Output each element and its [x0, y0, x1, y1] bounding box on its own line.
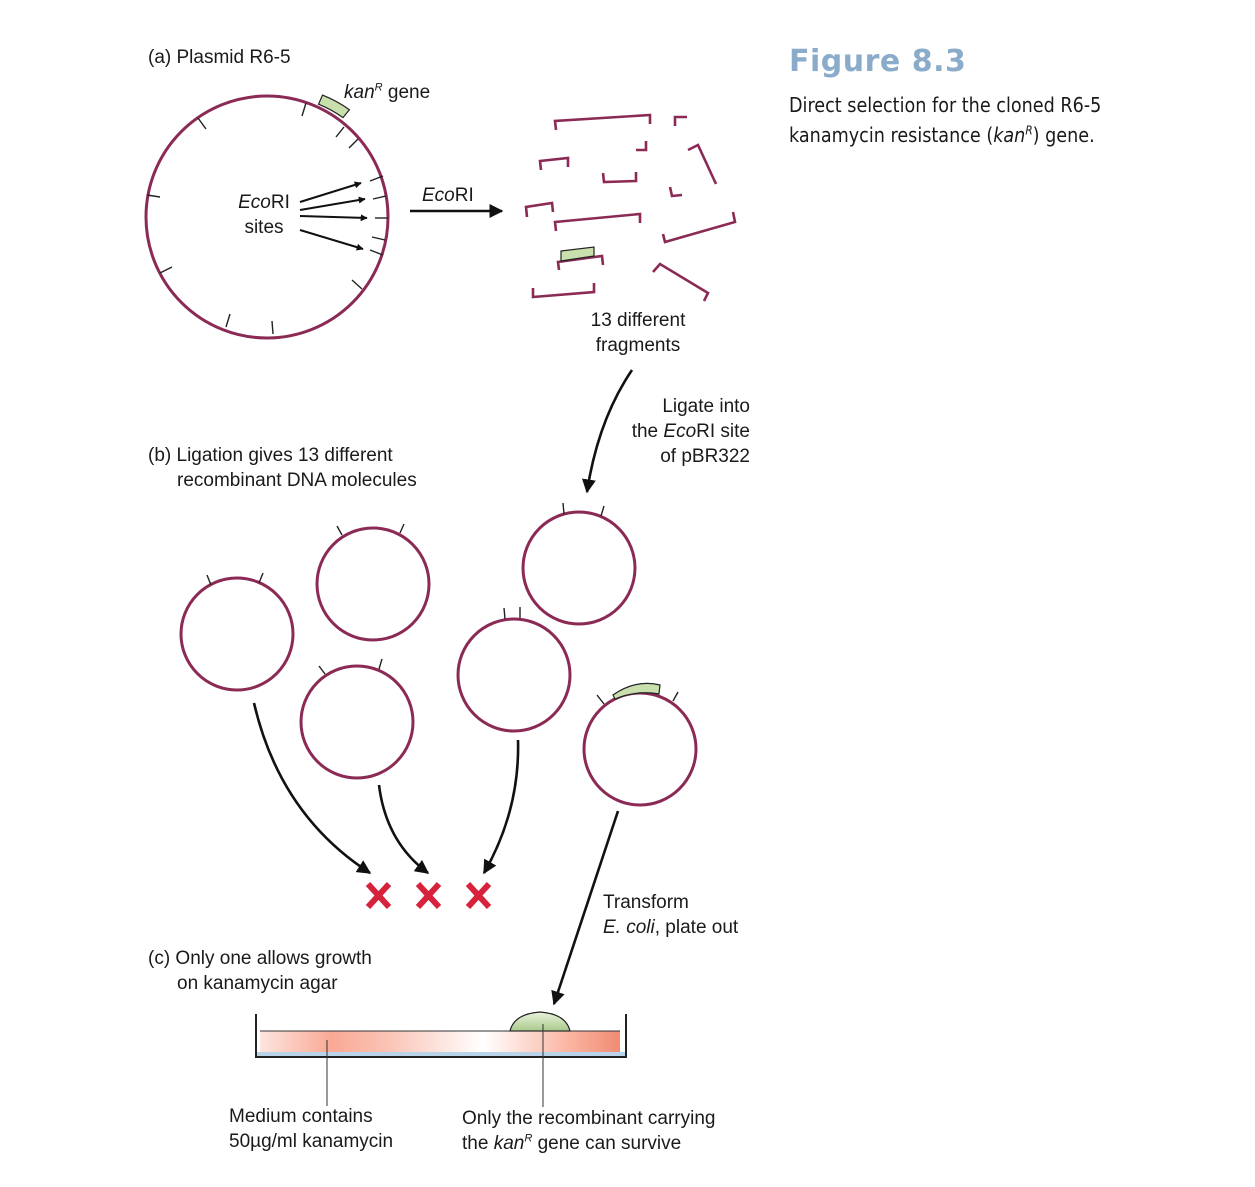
ligate-arrow [581, 369, 634, 494]
kanr-insert-segment [612, 682, 661, 700]
no-growth-arrows [252, 702, 520, 875]
figure-caption: Direct selection for the cloned R6-5 kan… [789, 93, 1102, 147]
figure-title: Figure 8.3 [789, 44, 967, 79]
recombinant-plasmid-3 [521, 510, 637, 626]
insert-junction-ticks [206, 502, 679, 705]
no-growth-crosses [365, 881, 492, 910]
ecori-site-pointers [299, 181, 368, 251]
dna-fragments [524, 113, 737, 302]
ecori-digest-label: EcoRI [422, 185, 474, 206]
plasmid-r6-5 [144, 94, 390, 340]
recombinant-plasmid-kanr [582, 691, 698, 807]
recombinant-plasmids [179, 510, 698, 807]
cross-icon [465, 881, 492, 910]
ecori-site-ticks [146, 102, 388, 335]
colony [509, 1011, 571, 1032]
panel-a-title: (a) Plasmid R6-5 [148, 47, 291, 68]
recombinant-plasmid-5 [456, 617, 572, 733]
transform-arrow [551, 810, 620, 1006]
cross-icon [415, 881, 442, 910]
recombinant-plasmid-2 [315, 526, 431, 642]
kanr-fragment-gene [560, 246, 595, 262]
kanr-gene-label: kanR gene [344, 81, 431, 103]
recombinant-plasmid-4 [299, 664, 415, 780]
cross-icon [365, 881, 392, 910]
kanr-gene-segment [317, 94, 351, 119]
recombinant-plasmid-1 [179, 576, 295, 692]
agar-plate [255, 1011, 627, 1107]
